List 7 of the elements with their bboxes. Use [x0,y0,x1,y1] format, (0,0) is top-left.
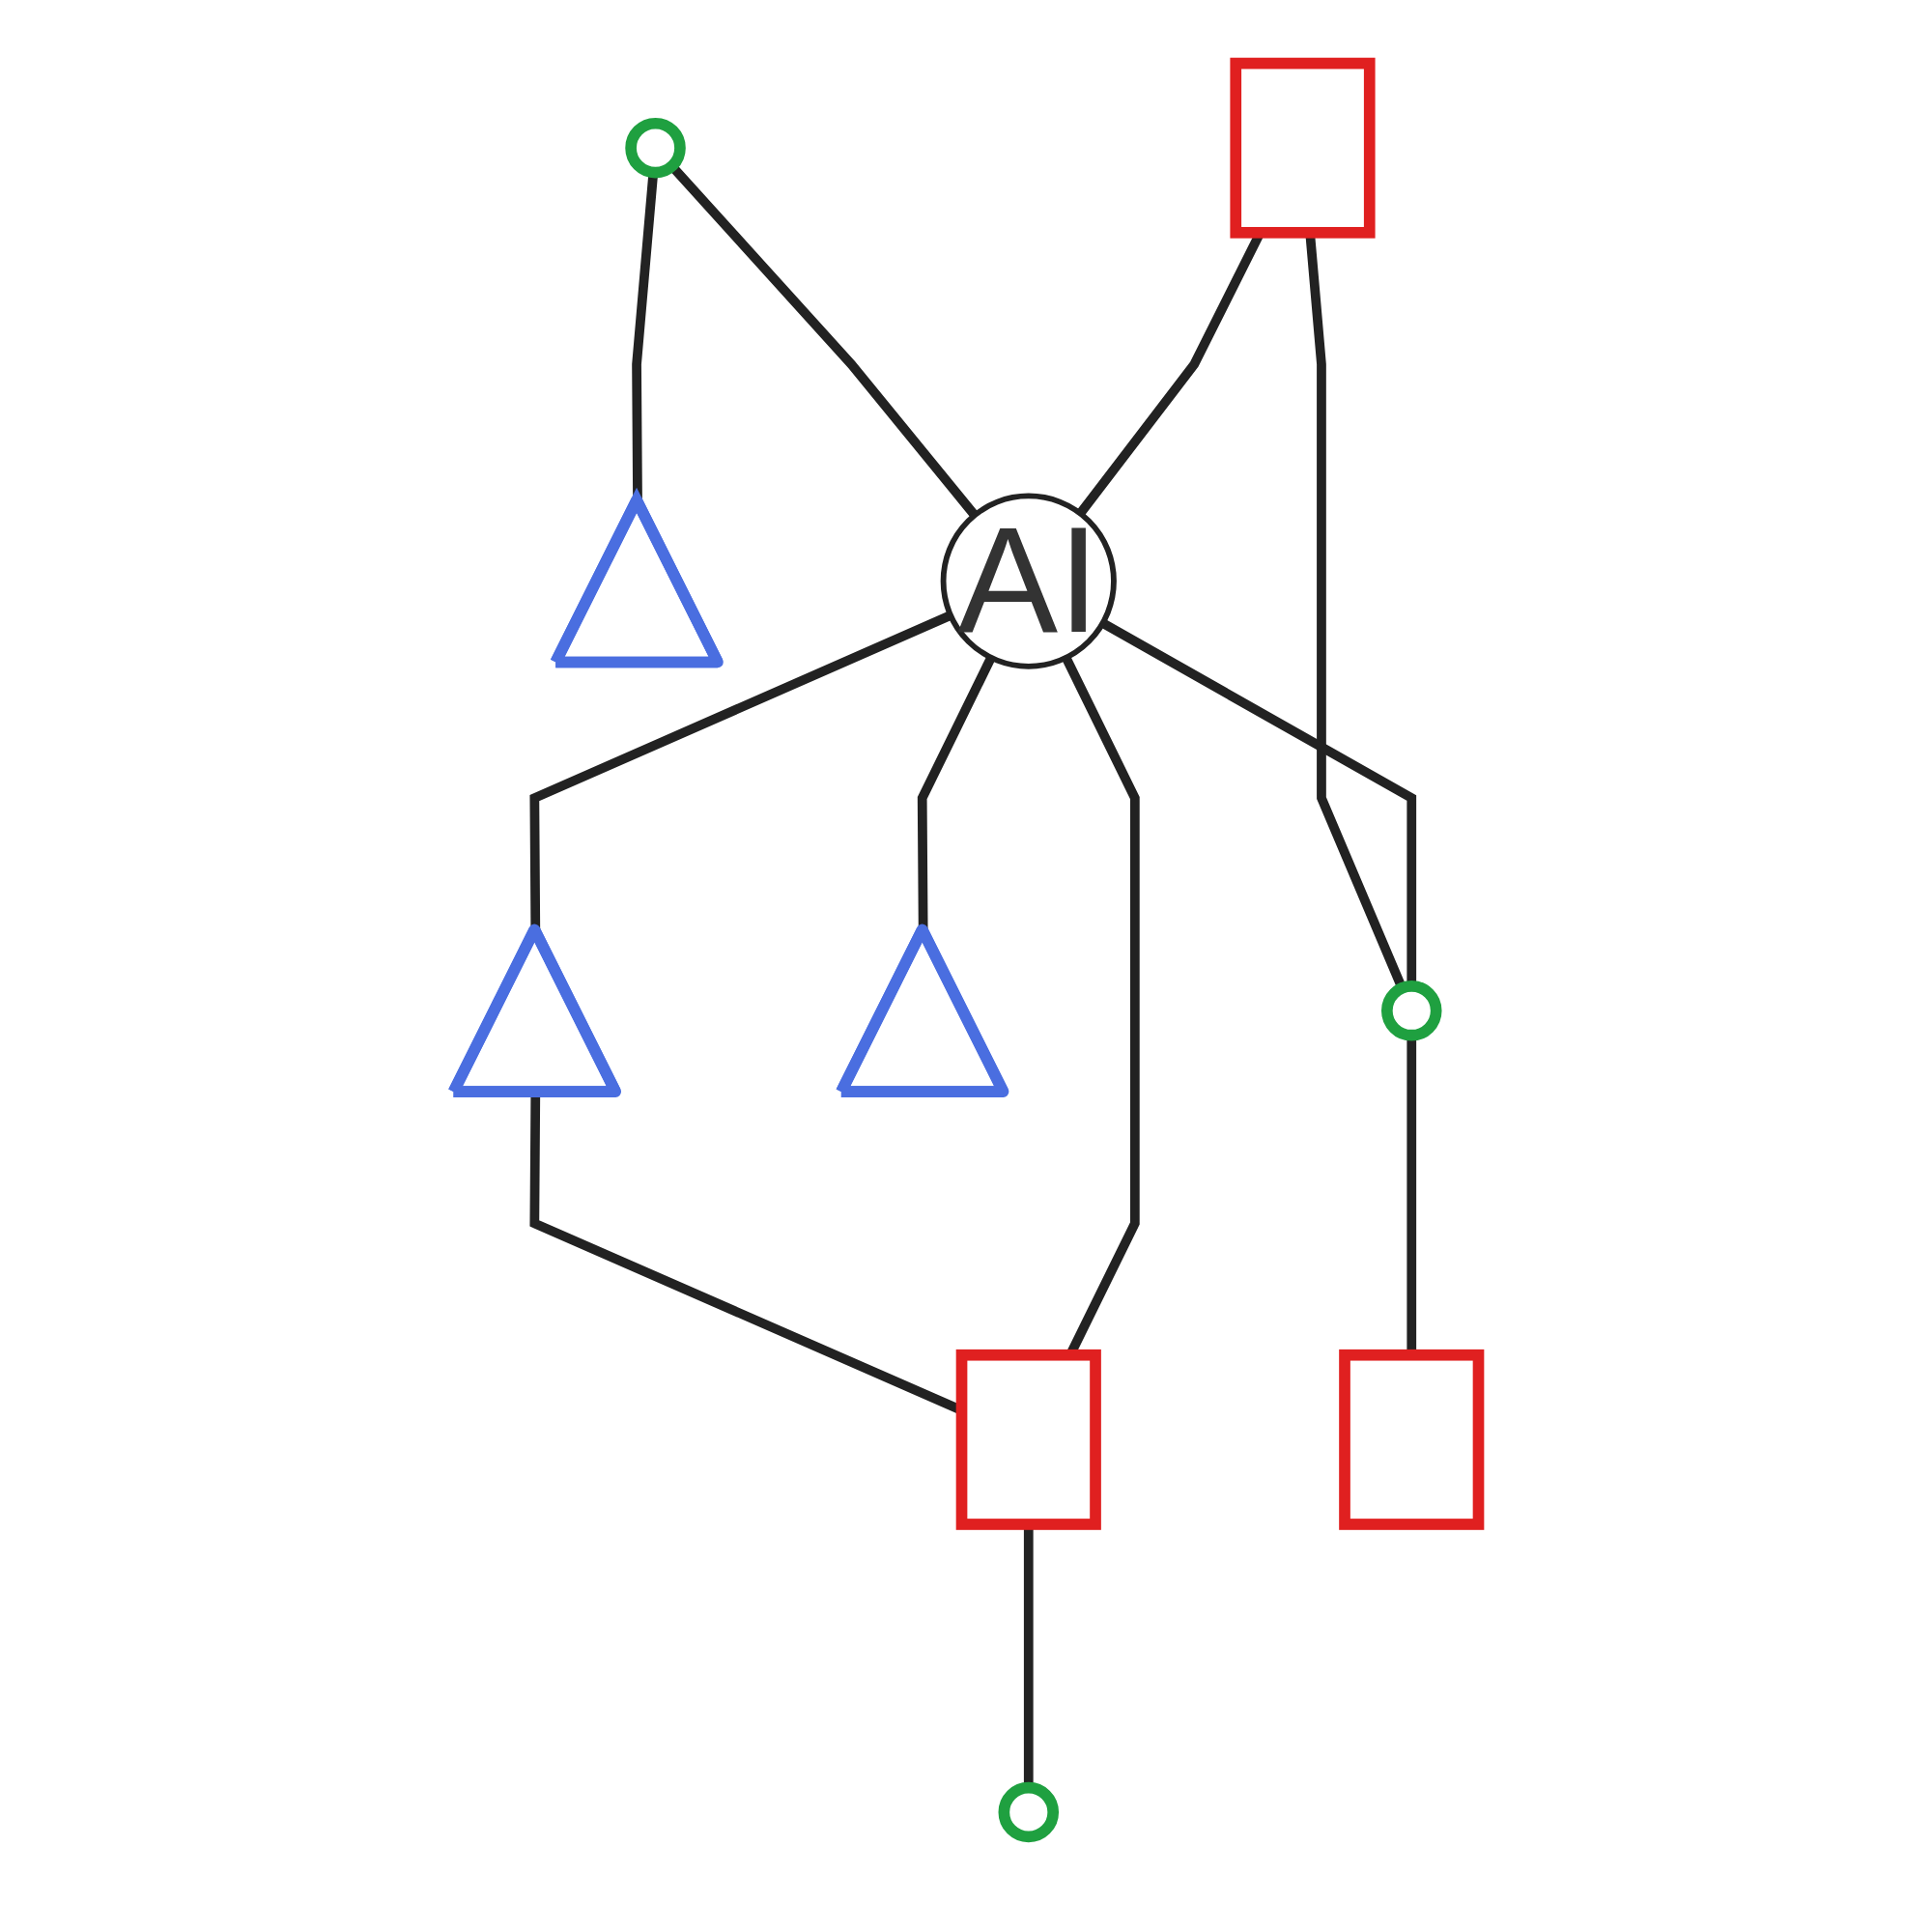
node-circle [625,117,686,179]
node-circle: AI [940,493,1117,669]
node-circle [998,1781,1060,1843]
node-box [1230,57,1376,239]
node-box [1339,1349,1485,1530]
node-box [955,1349,1101,1530]
node-circle [1381,980,1442,1041]
